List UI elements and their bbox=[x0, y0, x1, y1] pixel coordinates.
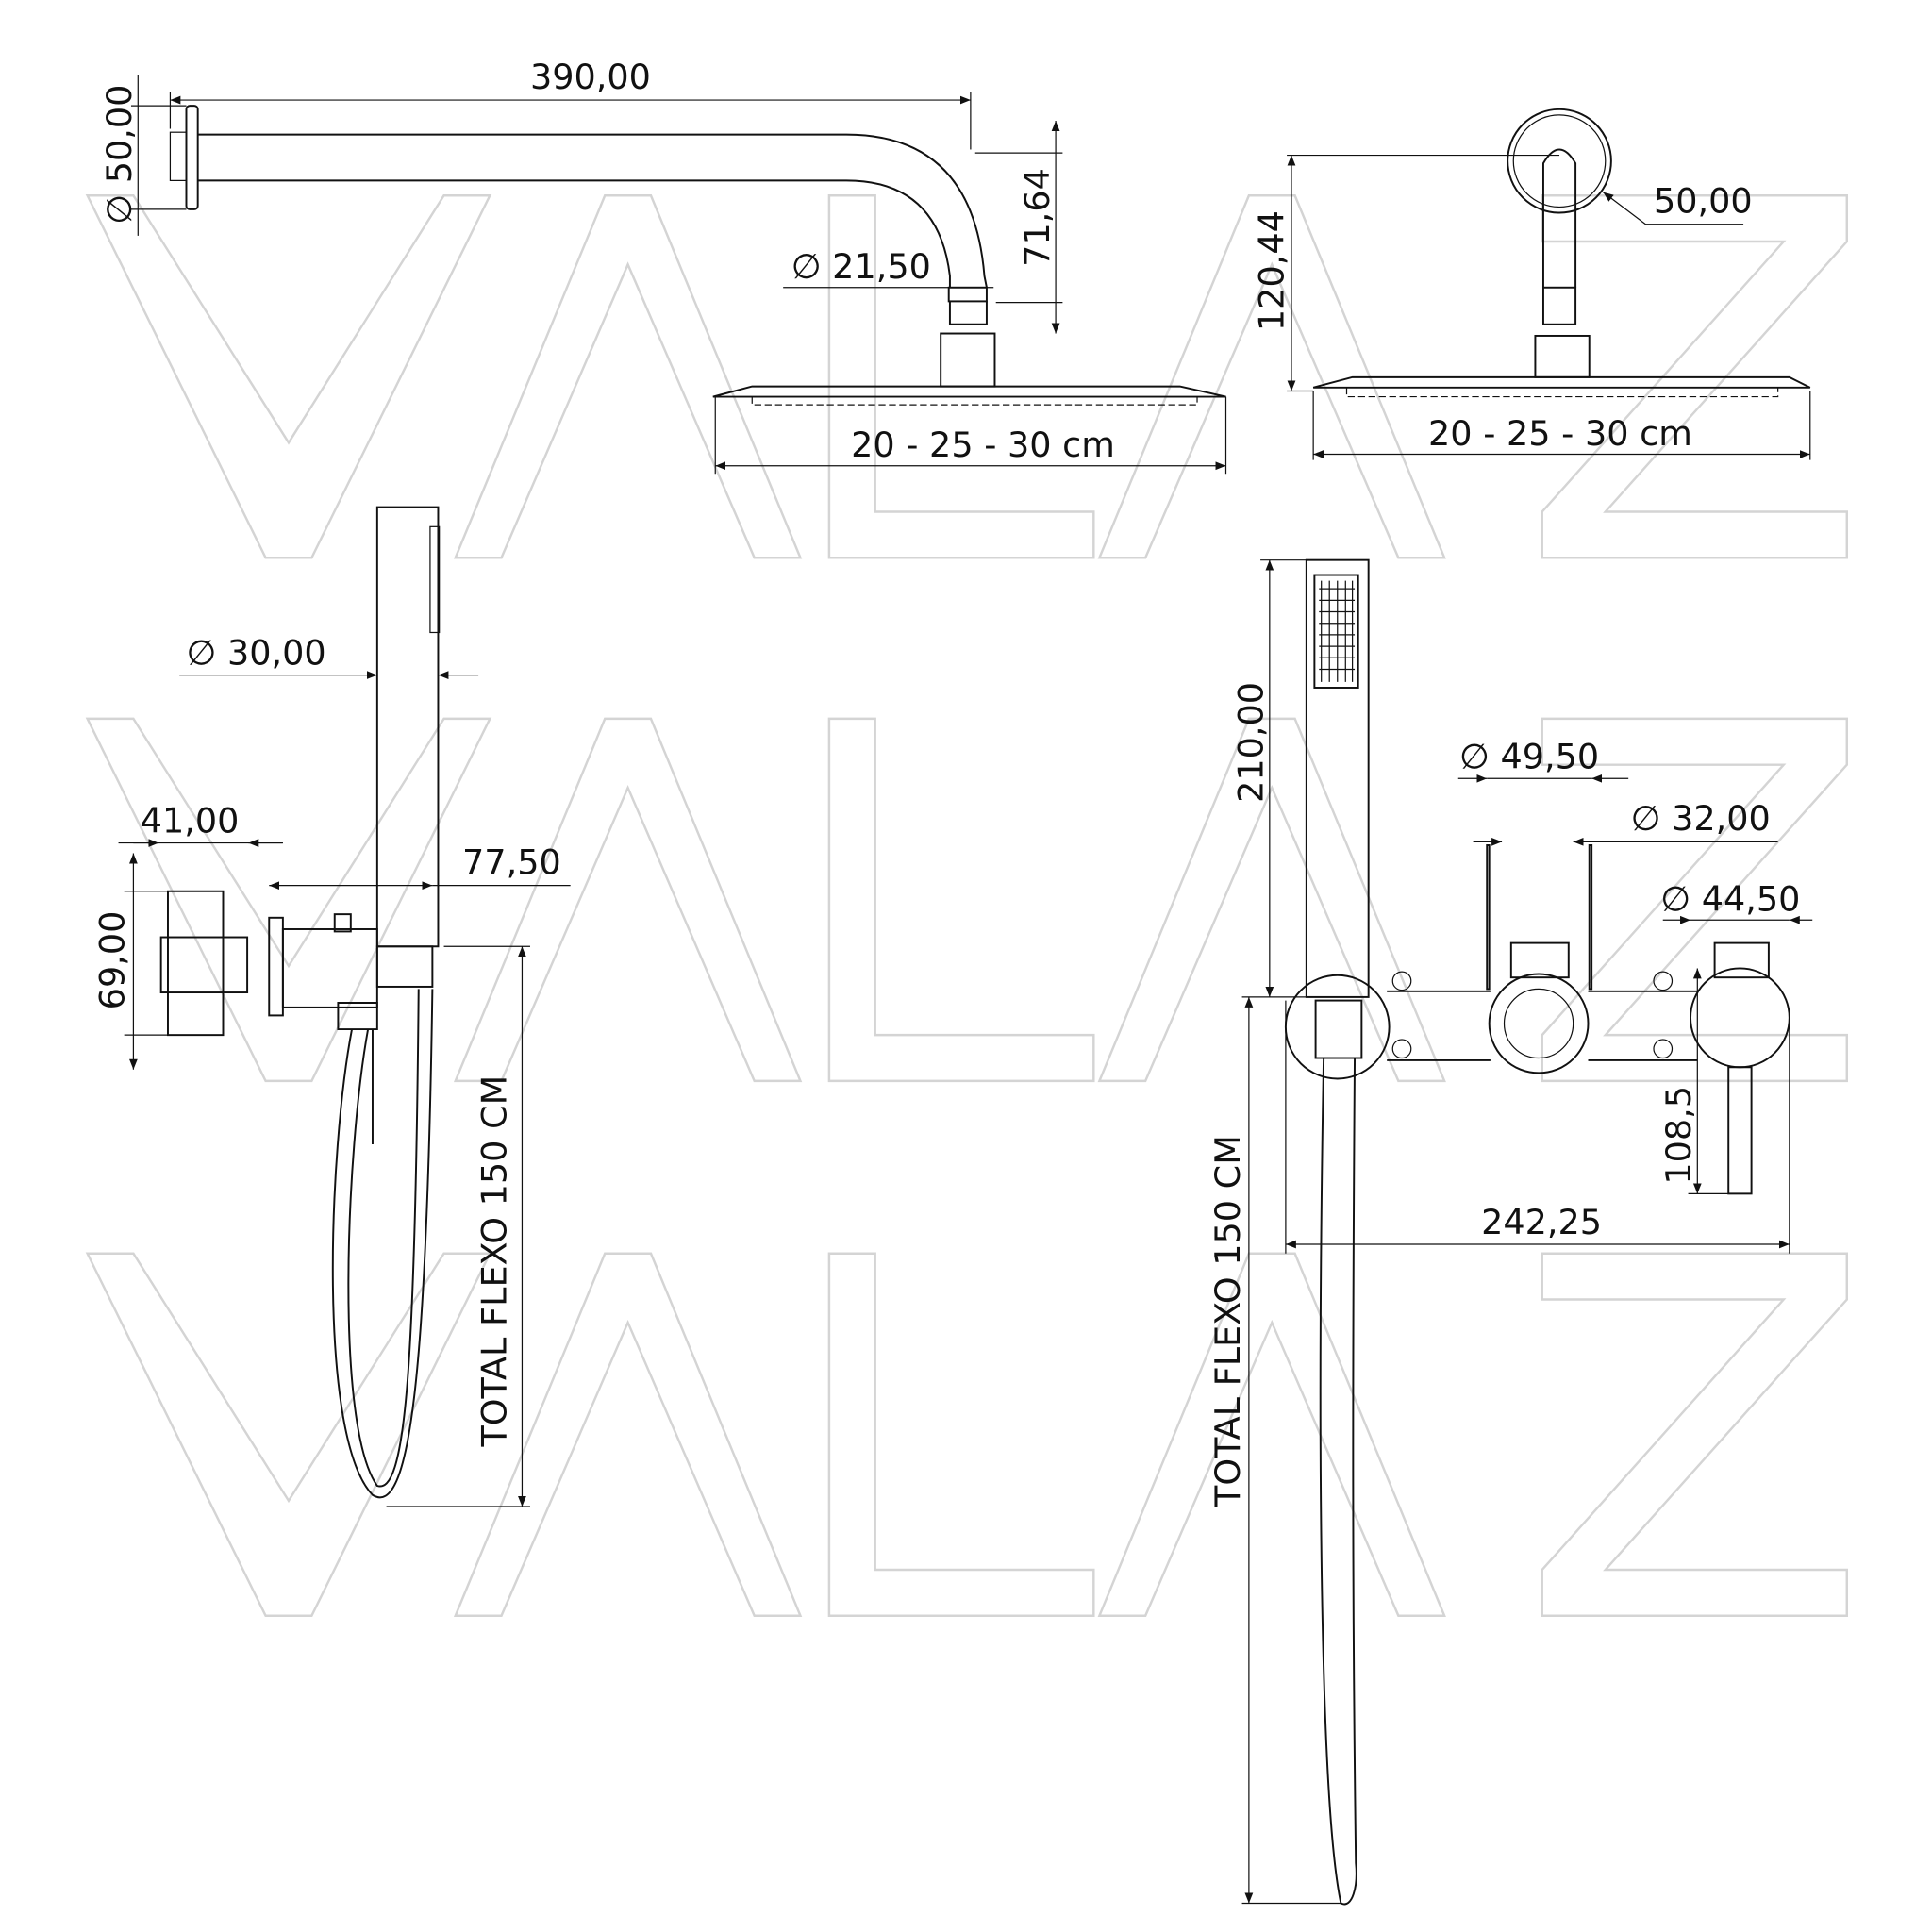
flange-front-label: 50,00 bbox=[1654, 181, 1753, 222]
mounting-screws bbox=[1391, 971, 1674, 1059]
head-height-front-dimension: 120,44 bbox=[1251, 154, 1560, 392]
total-width-label: 242,25 bbox=[1481, 1202, 1602, 1242]
flange-front-dimension: 50,00 bbox=[1602, 181, 1753, 225]
mixer-height-label: 69,00 bbox=[92, 911, 133, 1010]
mixer-height-dimension: 69,00 bbox=[92, 853, 168, 1070]
hose-front-label: TOTAL FLEXO 150 CM bbox=[1208, 1135, 1248, 1507]
mixer-depth-label: 41,00 bbox=[141, 801, 240, 841]
head-width-front-label: 20 - 25 - 30 cm bbox=[1428, 413, 1692, 454]
head-height-front-label: 120,44 bbox=[1251, 210, 1291, 331]
arm-drop-label: 71,64 bbox=[1017, 168, 1058, 267]
diverter-plate-dimension: ∅ 49,50 bbox=[1457, 736, 1629, 783]
shower-arm-side-view bbox=[169, 105, 1226, 406]
mixer-front-view bbox=[1284, 558, 1790, 1906]
hand-shower-offset-label: 77,50 bbox=[462, 841, 561, 882]
total-width-dimension: 242,25 bbox=[1285, 1000, 1790, 1254]
head-width-side-label: 20 - 25 - 30 cm bbox=[851, 425, 1115, 465]
shower-head-front-view bbox=[1312, 108, 1811, 398]
hand-shower-diameter-label: ∅ 30,00 bbox=[186, 633, 325, 674]
arm-drop-dimension: 71,64 bbox=[974, 120, 1063, 334]
lever-diameter-dimension: ∅ 44,50 bbox=[1660, 878, 1813, 924]
diverter-body-label: ∅ 32,00 bbox=[1631, 798, 1771, 839]
lever-diameter-label: ∅ 44,50 bbox=[1660, 878, 1800, 919]
hand-shower-length-label: 210,00 bbox=[1231, 682, 1272, 803]
mixer-depth-dimension: 41,00 bbox=[118, 801, 283, 847]
lever-length-dimension: 108,5 bbox=[1658, 968, 1729, 1194]
hand-shower-nozzles bbox=[1319, 580, 1356, 682]
valaz-watermark bbox=[86, 194, 1849, 1617]
diverter-body-dimension: ∅ 32,00 bbox=[1473, 798, 1778, 846]
lever-length-label: 108,5 bbox=[1658, 1086, 1699, 1185]
flange-diameter-label: ∅ 50,00 bbox=[99, 85, 140, 225]
diverter-plate-label: ∅ 49,50 bbox=[1459, 736, 1599, 776]
arm-length-label: 390,00 bbox=[530, 57, 651, 97]
hose-front-dimension: TOTAL FLEXO 150 CM bbox=[1208, 996, 1341, 1905]
arm-diameter-label: ∅ 21,50 bbox=[791, 246, 931, 287]
flange-diameter-dimension: ∅ 50,00 bbox=[99, 75, 187, 236]
hand-shower-length-dimension: 210,00 bbox=[1231, 559, 1307, 997]
hand-shower-diameter-dimension: ∅ 30,00 bbox=[179, 633, 479, 679]
head-width-front-dimension: 20 - 25 - 30 cm bbox=[1312, 391, 1811, 460]
hand-shower-offset-dimension: 77,50 bbox=[269, 841, 571, 891]
arm-diameter-dimension: ∅ 21,50 bbox=[783, 246, 994, 289]
mixer-side-view bbox=[159, 506, 441, 1499]
arm-length-dimension: 390,00 bbox=[169, 57, 972, 150]
head-width-side-dimension: 20 - 25 - 30 cm bbox=[714, 396, 1227, 475]
hose-side-dimension: TOTAL FLEXO 150 CM bbox=[386, 945, 530, 1507]
hose-side-label: TOTAL FLEXO 150 CM bbox=[474, 1075, 514, 1448]
